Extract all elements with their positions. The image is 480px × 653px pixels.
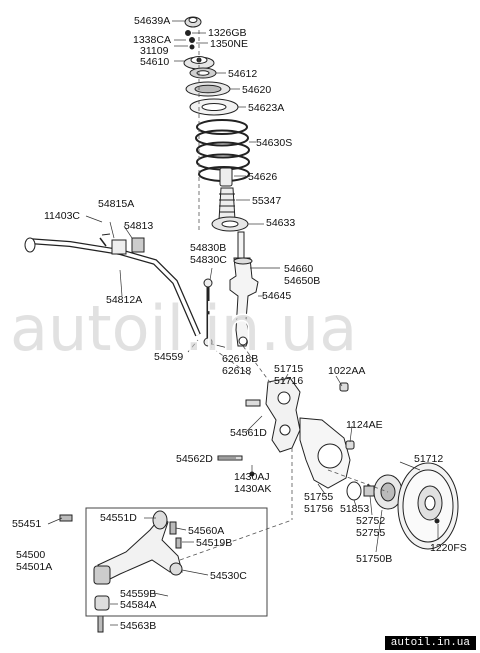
label-54630S: 54630S [256, 137, 292, 149]
spring-seat [211, 216, 249, 232]
label-1350NE: 1350NE [210, 38, 248, 50]
label-55451: 55451 [12, 518, 41, 530]
label-54830C: 54830C [190, 254, 227, 266]
label-54620: 54620 [242, 84, 271, 96]
label-54560A: 54560A [188, 525, 224, 537]
label-54645: 54645 [262, 290, 291, 302]
strut-mount-group [183, 16, 239, 116]
footer-url[interactable]: autoil.in.ua [384, 636, 476, 650]
label-1220FS: 1220FS [430, 542, 467, 554]
label-54639A: 54639A [134, 15, 170, 27]
label-55347: 55347 [252, 195, 281, 207]
label-54559B: 54559B [120, 588, 156, 600]
label-52755: 52755 [356, 527, 385, 539]
label-54660: 54660 [284, 263, 313, 275]
label-54563B: 54563B [120, 620, 156, 632]
label-54626: 54626 [248, 171, 277, 183]
label-1326GB: 1326GB [208, 27, 247, 39]
hub-bearing [363, 474, 403, 510]
label-62618B: 62618B [222, 353, 258, 365]
bump-stopper [218, 167, 236, 221]
lower-arm-box [85, 507, 268, 617]
label-54633: 54633 [266, 217, 295, 229]
dust-cover [299, 417, 351, 489]
reference-lines [179, 30, 389, 561]
brake-disc [397, 462, 459, 550]
label-51755: 51755 [304, 491, 333, 503]
label-51853: 51853 [340, 503, 369, 515]
stabilizer-bar [24, 233, 201, 337]
label-62618: 62618 [222, 365, 251, 377]
label-51750B: 51750B [356, 553, 392, 565]
label-54519B: 54519B [196, 537, 232, 549]
label-54612: 54612 [228, 68, 257, 80]
stabilizer-link [203, 278, 213, 347]
label-54650B: 54650B [284, 275, 320, 287]
label-51712: 51712 [414, 453, 443, 465]
label-31109: 31109 [140, 45, 169, 57]
label-54815A: 54815A [98, 198, 134, 210]
watermark-text: autoil.in.ua [10, 292, 357, 365]
label-1022AA: 1022AA [328, 365, 365, 377]
label-54530C: 54530C [210, 570, 247, 582]
leader-lines [47, 20, 439, 626]
label-54562D: 54562D [176, 453, 213, 465]
label-51715: 51715 [274, 363, 303, 375]
label-51756: 51756 [304, 503, 333, 515]
label-1430AK: 1430AK [234, 483, 271, 495]
label-54551D: 54551D [100, 512, 137, 524]
label-54830B: 54830B [190, 242, 226, 254]
shock-absorber [229, 231, 259, 347]
lower-arm [59, 510, 183, 633]
label-54559: 54559 [154, 351, 183, 363]
label-1124AE: 1124AE [346, 419, 383, 431]
label-54501A: 54501A [16, 561, 52, 573]
label-54812A: 54812A [106, 294, 142, 306]
label-54623A: 54623A [248, 102, 284, 114]
label-11403C: 11403C [44, 210, 80, 222]
label-52752: 52752 [356, 515, 385, 527]
label-1430AJ: 1430AJ [234, 471, 270, 483]
label-54584A: 54584A [120, 599, 156, 611]
label-54500: 54500 [16, 549, 45, 561]
label-1338CA: 1338CA [133, 34, 171, 46]
part-labels: 54639A 1326GB 1338CA 1350NE 31109 54610 … [12, 15, 467, 632]
label-54610: 54610 [140, 56, 169, 68]
label-54813: 54813 [124, 220, 153, 232]
label-54561D: 54561D [230, 427, 267, 439]
label-51716: 51716 [274, 375, 303, 387]
